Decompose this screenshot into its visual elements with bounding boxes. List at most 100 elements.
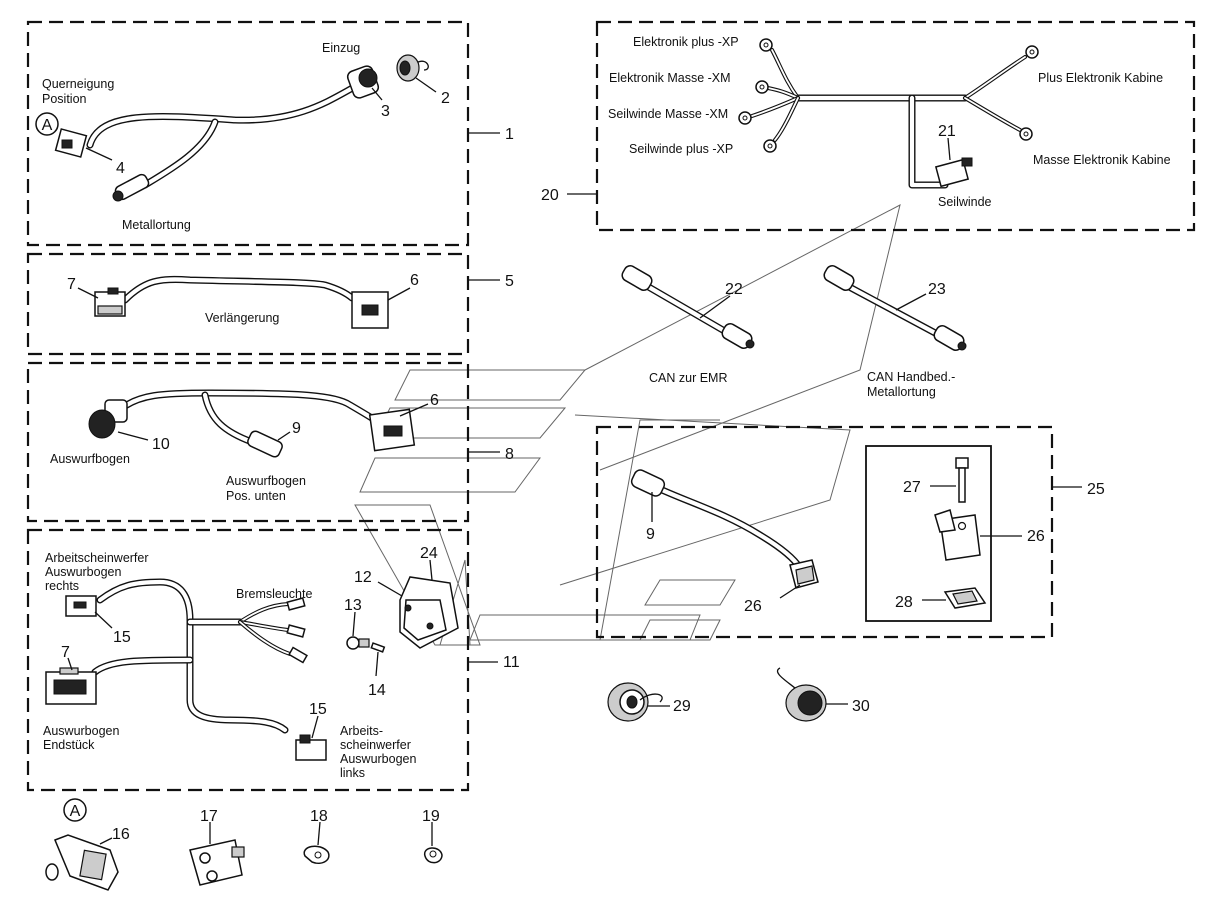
- cap-part-29[interactable]: 29: [607, 682, 691, 722]
- group-5-frame: [26, 252, 470, 356]
- group-20-frame: [595, 20, 1196, 232]
- callout-16: 16: [112, 826, 130, 843]
- metallortung-connector[interactable]: [112, 173, 150, 202]
- callout-2: 2: [441, 90, 450, 107]
- arbeit-links-line2: scheinwerfer: [340, 738, 411, 752]
- seilwinde-masse-label: Seilwinde Masse -XM: [608, 107, 728, 121]
- callout-3: 3: [381, 103, 390, 120]
- bremsleuchte-label: Bremsleuchte: [236, 587, 312, 601]
- ref-circle-a: [35, 112, 59, 136]
- connector-part-26-cable[interactable]: [789, 559, 819, 589]
- ring-terminal-elektronik-plus[interactable]: [759, 38, 773, 52]
- valve-connector-part-26[interactable]: [934, 509, 981, 561]
- arbeit-links-line3: Auswurbogen: [340, 752, 416, 766]
- clamp-part-18[interactable]: 18: [303, 808, 330, 864]
- callout-4: 4: [116, 160, 125, 177]
- ring-terminal-seilwinde-plus[interactable]: [763, 139, 777, 153]
- group-25-frame: [595, 425, 1054, 639]
- brake-light-housing-24[interactable]: [399, 576, 459, 649]
- ref-a-bottom-label: A: [70, 803, 81, 820]
- endstueck-line1: Auswurbogen: [43, 724, 119, 738]
- elektronik-masse-label: Elektronik Masse -XM: [609, 71, 731, 85]
- connector-part-7[interactable]: [94, 287, 126, 317]
- bremsleuchte-terminal-3[interactable]: [288, 646, 308, 664]
- ring-terminal-seilwinde-masse[interactable]: [738, 111, 752, 125]
- cap-part-2[interactable]: [396, 54, 429, 82]
- position-label: Position: [42, 92, 87, 106]
- callout-29: 29: [673, 698, 691, 715]
- querneigung-connector[interactable]: [54, 128, 88, 158]
- bremsleuchte-terminal-1[interactable]: [286, 597, 306, 611]
- callout-23: 23: [928, 281, 946, 298]
- verlaengerung-label: Verlängerung: [205, 311, 279, 325]
- seilwinde-connector-21[interactable]: [934, 157, 973, 188]
- auswurbogen-endstueck-connector-7[interactable]: [45, 667, 97, 705]
- metallortung-label: Metallortung: [122, 218, 191, 232]
- plus-kabine-label: Plus Elektronik Kabine: [1038, 71, 1163, 85]
- arbeitscheinwerfer-rechts-connector-15[interactable]: [65, 595, 97, 617]
- group-26-frame: [865, 445, 992, 622]
- callout-6: 6: [410, 272, 419, 289]
- connector-part-9-g25[interactable]: [630, 468, 667, 498]
- callout-26a: 26: [744, 598, 762, 615]
- sensor-part-16[interactable]: 16: [45, 826, 130, 891]
- callout-26b: 26: [1027, 528, 1045, 545]
- distributor-part-17[interactable]: 17: [189, 808, 245, 886]
- callout-17: 17: [200, 808, 218, 825]
- arbeit-rechts-line2: Auswurbogen: [45, 565, 121, 579]
- callout-14: 14: [368, 682, 386, 699]
- arbeit-links-line4: links: [340, 766, 365, 780]
- bolt-part-27[interactable]: [955, 457, 969, 503]
- ring-terminal-masse-kabine[interactable]: [1019, 127, 1033, 141]
- fuse-part-14[interactable]: [370, 642, 386, 653]
- arbeit-rechts-line3: rechts: [45, 579, 79, 593]
- can-emr-label: CAN zur EMR: [649, 371, 727, 385]
- callout-15a: 15: [113, 629, 131, 646]
- callout-27: 27: [903, 479, 921, 496]
- einzug-label: Einzug: [322, 41, 360, 55]
- connector-part-9[interactable]: [246, 430, 284, 459]
- callout-28: 28: [895, 594, 913, 611]
- can-cable-23[interactable]: 23: [822, 264, 967, 353]
- connector-part-6[interactable]: [351, 291, 389, 329]
- group-20-harness: Elektronik plus -XP Elektronik Masse -XM…: [541, 20, 1196, 232]
- arbeit-rechts-line1: Arbeitscheinwerfer: [45, 551, 149, 565]
- group-1-harness: A Einzug Querneigung Position Metallortu…: [26, 20, 514, 247]
- callout-6-g8: 6: [430, 392, 439, 409]
- group-25-harness: 9 26 27 26 28 25: [595, 425, 1105, 639]
- arbeitscheinwerfer-links-connector-15[interactable]: [295, 734, 327, 761]
- group-11-harness: Arbeitscheinwerfer Auswurbogen rechts Br…: [26, 528, 520, 792]
- clip-part-19[interactable]: 19: [422, 808, 443, 864]
- can-cable-22[interactable]: 22: [620, 264, 755, 351]
- callout-18: 18: [310, 808, 328, 825]
- masse-kabine-label: Masse Elektronik Kabine: [1033, 153, 1171, 167]
- ring-terminal-plus-kabine[interactable]: [1025, 45, 1039, 59]
- bremsleuchte-terminal-2[interactable]: [286, 624, 306, 638]
- group-20-number: 20: [541, 187, 559, 204]
- bulb-part-13[interactable]: [346, 636, 370, 650]
- querneigung-label: Querneigung: [42, 77, 114, 91]
- can-metallortung-label: Metallortung: [867, 385, 936, 399]
- group-8-frame: [26, 361, 470, 523]
- connector-part-6b[interactable]: [368, 408, 416, 452]
- callout-13: 13: [344, 597, 362, 614]
- einzug-connector[interactable]: [346, 64, 380, 99]
- callout-30: 30: [852, 698, 870, 715]
- pos-unten-label: Pos. unten: [226, 489, 286, 503]
- ring-terminal-elektronik-masse[interactable]: [755, 80, 769, 94]
- seilwinde-plus-label: Seilwinde plus -XP: [629, 142, 733, 156]
- auswurfbogen-pos-label: Auswurfbogen: [226, 474, 306, 488]
- group-11-frame: [26, 528, 470, 792]
- callout-19: 19: [422, 808, 440, 825]
- callout-12: 12: [354, 569, 372, 586]
- group-11-number: 11: [503, 654, 520, 671]
- arbeit-links-line1: Arbeits-: [340, 724, 383, 738]
- callout-10: 10: [152, 436, 170, 453]
- auswurfbogen-connector-10[interactable]: [88, 399, 128, 439]
- gasket-part-28[interactable]: [943, 587, 987, 609]
- cap-part-30[interactable]: 30: [776, 667, 870, 722]
- group-25-number: 25: [1087, 481, 1105, 498]
- callout-9: 9: [292, 420, 301, 437]
- callout-15b: 15: [309, 701, 327, 718]
